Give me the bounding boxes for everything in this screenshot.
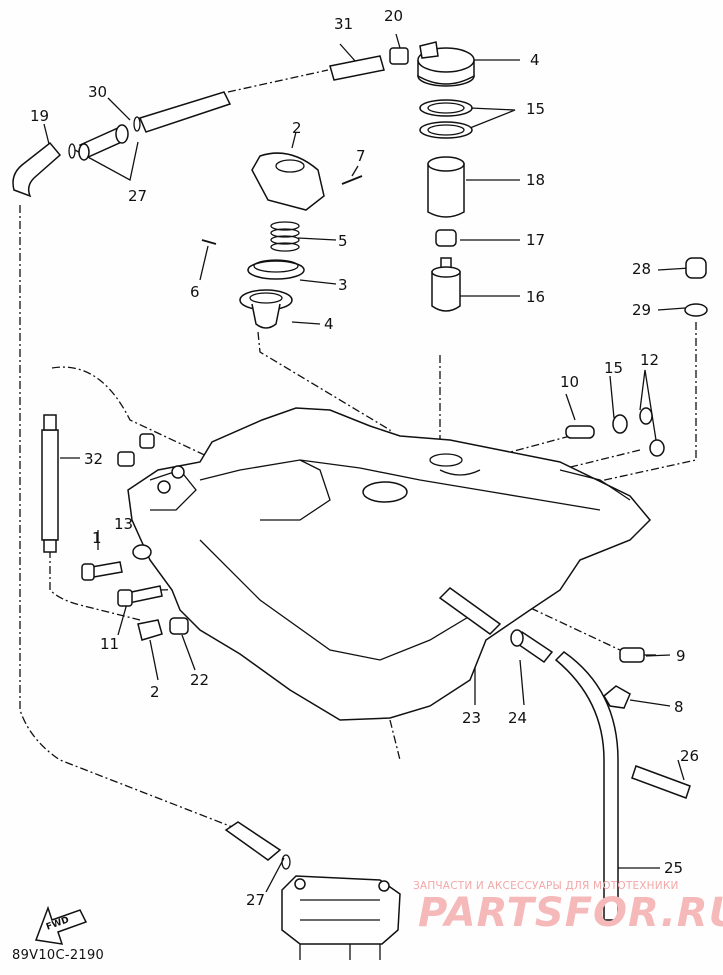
- callout-2: 2: [292, 119, 302, 137]
- part-29-washer: [684, 303, 708, 317]
- callout-9: 9: [676, 647, 686, 665]
- callout-10: 10: [560, 373, 580, 391]
- part-32-hose: [41, 414, 59, 553]
- watermark-caption: ЗАПЧАСТИ И АКСЕССУАРЫ ДЛЯ МОТОТЕХНИКИ: [413, 880, 679, 892]
- callout-27: 27: [128, 187, 148, 205]
- part-bracket-a: [139, 433, 155, 449]
- part-28-grommet: [685, 257, 707, 279]
- part-9-cock: [619, 647, 656, 663]
- callout-4: 4: [530, 51, 540, 69]
- part-3-ring: [247, 259, 305, 280]
- part-2-hose: [137, 619, 163, 641]
- callout-27b: 27: [246, 891, 266, 909]
- breather-hose: [138, 91, 232, 133]
- figure-code: 89V10C-2190: [12, 948, 105, 963]
- part-6-pin: [201, 239, 217, 245]
- part-24-joint: [510, 629, 554, 664]
- part-25-hose: [554, 651, 619, 921]
- part-13-washer: [132, 544, 152, 560]
- part-27-clip-b: [281, 854, 291, 870]
- callout-16: 16: [526, 288, 546, 306]
- part-12-washer-b: [649, 439, 665, 457]
- fuel-tank: [127, 407, 652, 721]
- part-20-clamp: [389, 47, 409, 65]
- part-26-strap: [631, 765, 691, 799]
- callout-6: 6: [190, 283, 200, 301]
- callout-18: 18: [526, 171, 546, 189]
- part-17-nut: [435, 229, 457, 247]
- part-4-filler-neck: [239, 289, 293, 329]
- callout-29: 29: [632, 301, 652, 319]
- part-22-clamp: [169, 617, 189, 635]
- callout-13: 13: [114, 515, 134, 533]
- callout-25: 25: [664, 859, 684, 877]
- callout-22: 22: [190, 671, 210, 689]
- part-1-bolt: [81, 561, 123, 581]
- part-7-pin: [341, 175, 363, 185]
- part-30-joint: [78, 124, 129, 161]
- callout-19: 19: [30, 107, 50, 125]
- part-4-cap: [417, 41, 475, 87]
- watermark-logo: PARTSFOR.RU: [418, 890, 723, 936]
- callout-2b: 2: [150, 683, 160, 701]
- callout-30: 30: [88, 83, 108, 101]
- part-8-bracket: [603, 685, 631, 709]
- callout-17: 17: [526, 231, 546, 249]
- callout-15b: 15: [604, 359, 624, 377]
- part-10-bolt: [565, 425, 595, 439]
- part-15-ring: [419, 99, 473, 139]
- part-16-sender: [431, 257, 461, 312]
- part-27-clip: [68, 116, 141, 159]
- callout-28: 28: [632, 260, 652, 278]
- part-15-washer: [612, 414, 628, 434]
- part-31-hose: [329, 55, 385, 81]
- callout-20: 20: [384, 7, 404, 25]
- callout-11: 11: [100, 635, 120, 653]
- callout-32: 32: [84, 450, 104, 468]
- part-23-pipe: [438, 587, 502, 635]
- callout-15: 15: [526, 100, 546, 118]
- fwd-arrow-icon: [34, 905, 88, 945]
- callout-24: 24: [508, 709, 528, 727]
- part-5-spring: [270, 221, 300, 252]
- part-12-washer: [639, 407, 653, 425]
- callout-7: 7: [356, 147, 366, 165]
- callout-31: 31: [334, 15, 354, 33]
- callout-4b: 4: [324, 315, 334, 333]
- part-2-filler-cap: [251, 152, 325, 211]
- fuel-pump: [281, 875, 401, 960]
- bottom-hose: [224, 821, 282, 861]
- part-19-hose: [12, 141, 62, 198]
- callout-8: 8: [674, 698, 684, 716]
- callout-5: 5: [338, 232, 348, 250]
- callout-1: 1: [92, 529, 102, 547]
- callout-12: 12: [640, 351, 660, 369]
- part-11-bolt: [117, 585, 163, 607]
- callout-26: 26: [680, 747, 700, 765]
- callout-3: 3: [338, 276, 348, 294]
- part-18-sleeve: [427, 156, 465, 218]
- callout-23: 23: [462, 709, 482, 727]
- part-bracket-b: [117, 451, 135, 467]
